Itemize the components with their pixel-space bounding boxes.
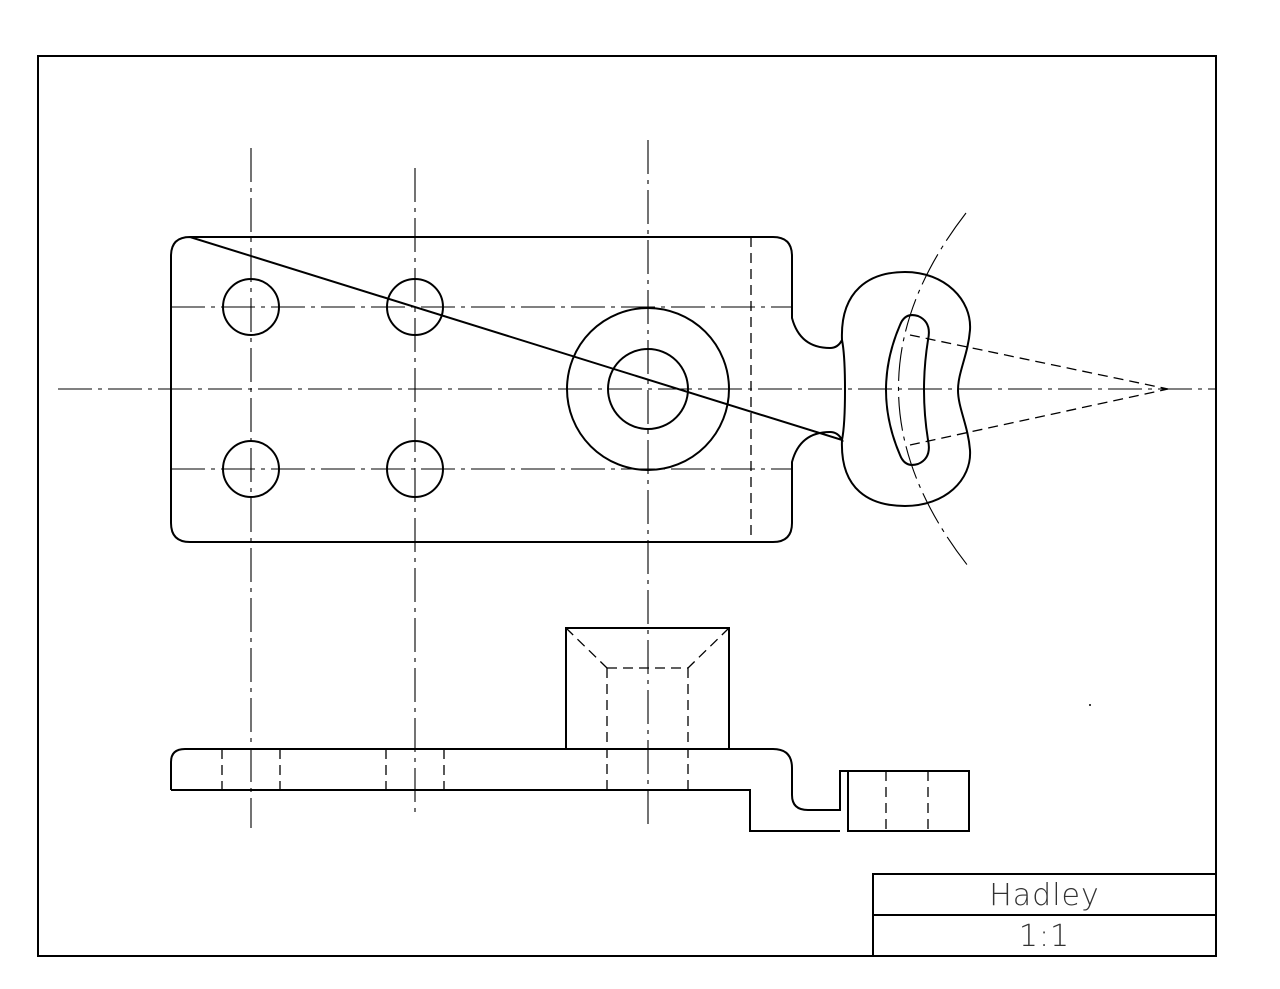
front-view — [170, 627, 970, 832]
top-view-lobe-outline — [840, 270, 972, 508]
title-block-name: Hadley — [989, 878, 1100, 913]
top-view-plate-outline — [170, 235, 844, 543]
sheet-border — [37, 55, 1217, 957]
stray-dot — [1089, 704, 1091, 706]
title-block — [872, 873, 1217, 957]
front-view-base — [170, 748, 970, 832]
front-view-boss — [565, 627, 730, 750]
top-view-slot — [885, 314, 930, 466]
title-block-scale: 1:1 — [1018, 919, 1071, 954]
center-lines — [58, 140, 1216, 828]
